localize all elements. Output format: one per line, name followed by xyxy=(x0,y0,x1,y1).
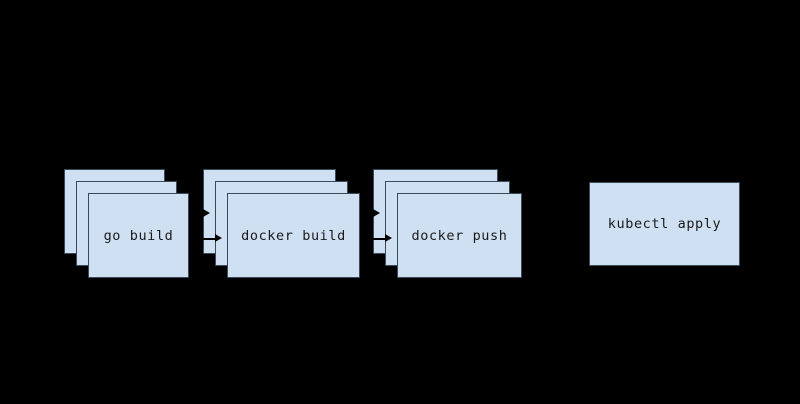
gap-mask-1 xyxy=(189,169,203,279)
node-go-build-label: go build xyxy=(103,227,174,244)
node-kubectl-apply-label: kubectl apply xyxy=(607,216,722,232)
connector-docker-build-docker-push-lower-line xyxy=(360,238,386,240)
node-docker-push[interactable]: docker push xyxy=(397,193,522,278)
connector-go-build-docker-build-lower-head xyxy=(215,234,222,242)
connector-go-build-docker-build-lower-line xyxy=(189,238,216,240)
node-docker-build[interactable]: docker build xyxy=(227,193,360,278)
connector-docker-build-docker-push-lower-head xyxy=(385,234,392,242)
connector-go-build-docker-build-upper-line xyxy=(189,213,204,215)
connector-docker-build-docker-push-upper-line xyxy=(360,213,374,215)
node-docker-push-label: docker push xyxy=(411,227,508,244)
node-docker-build-label: docker build xyxy=(241,227,346,244)
connector-docker-build-docker-push-upper-head xyxy=(373,209,380,217)
connector-go-build-docker-build-upper-head xyxy=(203,209,210,217)
gap-mask-2 xyxy=(360,169,373,279)
node-go-build[interactable]: go build xyxy=(88,193,189,278)
node-kubectl-apply[interactable]: kubectl apply xyxy=(589,182,740,266)
